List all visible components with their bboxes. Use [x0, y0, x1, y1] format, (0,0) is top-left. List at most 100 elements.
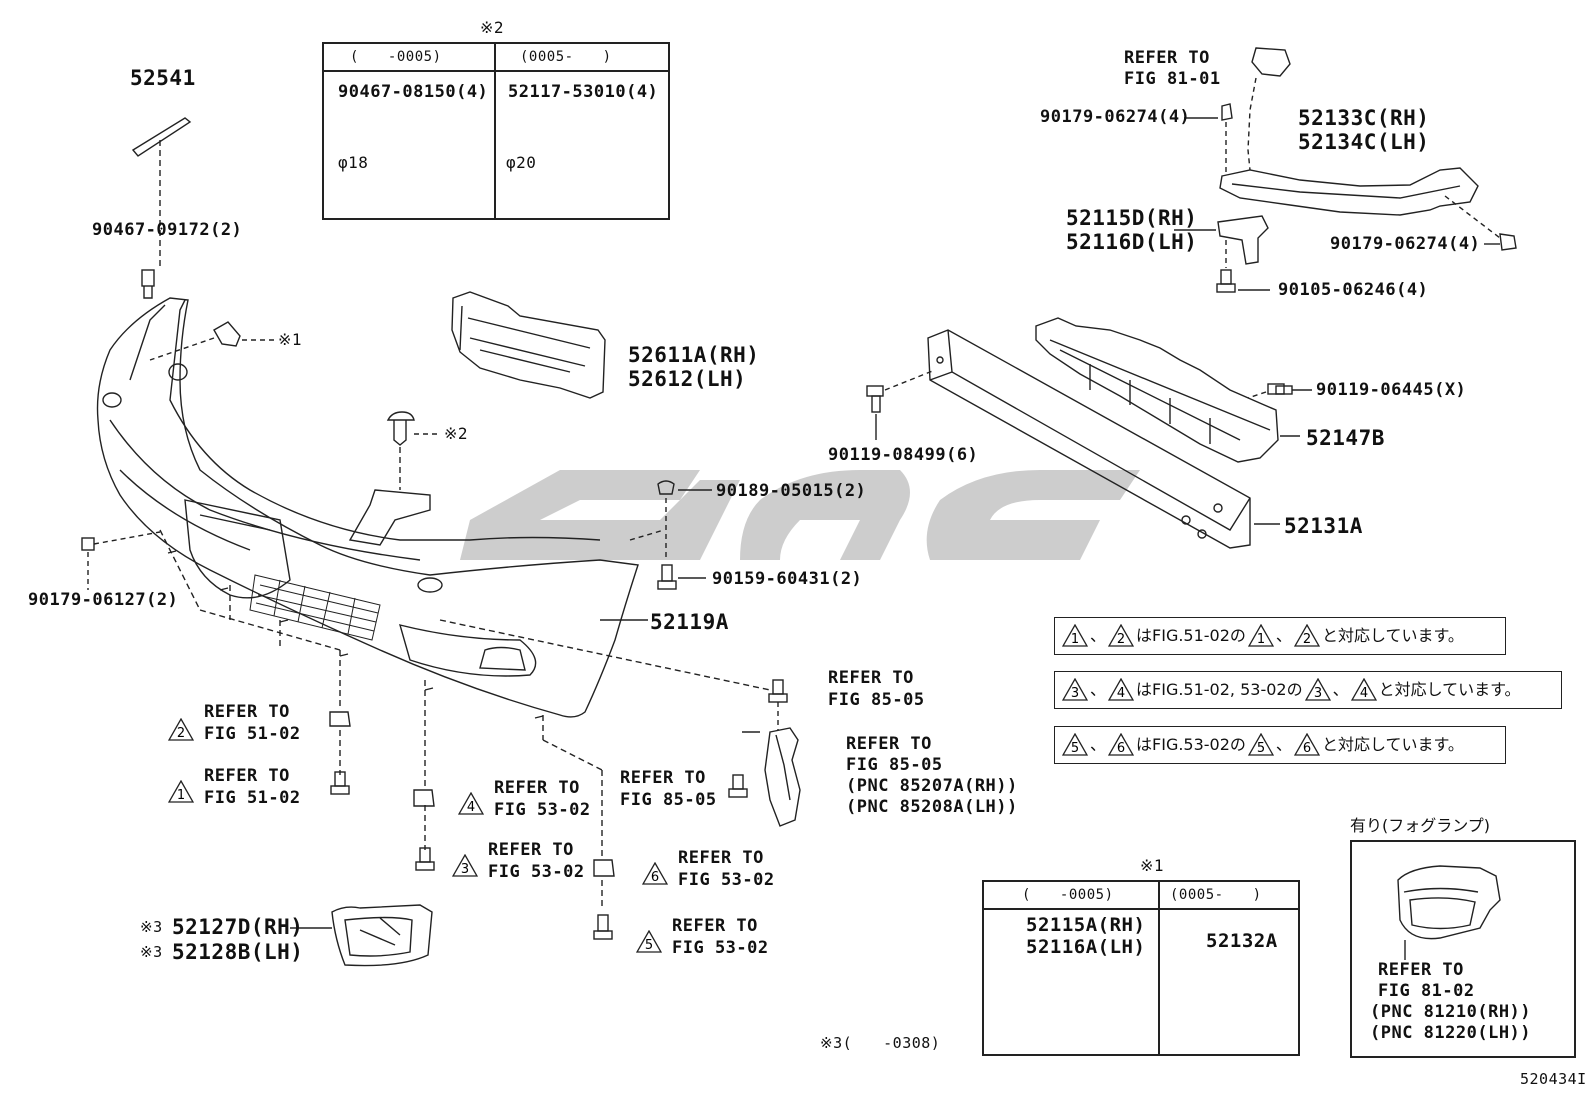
label-ref3-a: ※3 [140, 918, 163, 936]
note-3-mid: はFIG.53-02の [1136, 734, 1246, 754]
inset-ref1-col2-header: (0005- ) [1170, 887, 1262, 903]
label-refer-to-51-02-a: REFER TO [204, 702, 290, 722]
svg-text:6: 6 [1117, 741, 1125, 756]
label-refer-to-51-02-b: REFER TO [204, 766, 290, 786]
inset-ref2-col1-part: 90467-08150(4) [338, 82, 489, 102]
label-refer-to-53-02-a: REFER TO [494, 778, 580, 798]
svg-text:4: 4 [1359, 686, 1367, 701]
label-refer-to-85-05-c: REFER TO [846, 734, 932, 754]
label-90159-60431: 90159-60431(2) [712, 569, 863, 589]
label-fig-85-05-a: FIG 85-05 [620, 790, 717, 810]
label-90119-06445: 90119-06445(X) [1316, 380, 1467, 400]
note-2-box [1054, 671, 1562, 709]
svg-text:6: 6 [651, 870, 659, 885]
inset-ref1-mark: ※1 [1140, 856, 1165, 875]
note-1-tri-a-icon: 1 [1062, 624, 1088, 647]
footnote-ref3: ※3( -0308) [820, 1034, 941, 1052]
triangle-5-icon: 5 [636, 930, 662, 953]
inset-ref2-col1-dim: φ18 [338, 153, 369, 172]
label-90467-09172: 90467-09172(2) [92, 220, 243, 240]
fog-lamp-drawing [1397, 865, 1501, 960]
label-refer-to-81-01: REFER TO [1124, 48, 1210, 68]
svg-text:1: 1 [1071, 632, 1079, 647]
inset-ref1-col2-part: 52132A [1206, 930, 1278, 952]
svg-text:2: 2 [177, 726, 185, 741]
diagram-id: 520434I [1520, 1070, 1587, 1088]
label-90105-06246: 90105-06246(4) [1278, 280, 1429, 300]
label-refer-to-85-05-a: REFER TO [620, 768, 706, 788]
label-52541: 52541 [130, 66, 196, 90]
label-ref3-b: ※3 [140, 943, 163, 961]
note-3-sep2: 、 [1275, 734, 1292, 754]
inset-bracket-box [982, 880, 1300, 1056]
svg-text:1: 1 [1257, 632, 1265, 647]
label-90179-06274-a: 90179-06274(4) [1040, 107, 1191, 127]
label-52147b: 52147B [1306, 426, 1385, 450]
fog-box-pnc-lh: (PNC 81220(LH)) [1370, 1023, 1532, 1043]
label-90189-05015: 90189-05015(2) [716, 481, 867, 501]
note-1-sep: 、 [1090, 625, 1107, 645]
svg-text:3: 3 [461, 862, 469, 877]
svg-text:5: 5 [1071, 741, 1079, 756]
absorber-52147b [1035, 317, 1279, 463]
label-52119a: 52119A [650, 610, 729, 634]
note-3-tri-c-icon: 5 [1247, 733, 1274, 756]
label-pnc-85207a: (PNC 85207A(RH)) [846, 776, 1018, 796]
triangle-6-icon: 6 [642, 862, 668, 885]
label-refer-to-53-02-d: REFER TO [672, 916, 758, 936]
triangle-4-icon: 4 [458, 792, 484, 815]
label-pnc-85208a: (PNC 85208A(LH)) [846, 797, 1018, 817]
label-52134c: 52134C(LH) [1298, 130, 1430, 154]
label-fig-53-02-d: FIG 53-02 [672, 938, 769, 958]
label-90179-06274-b: 90179-06274(4) [1330, 234, 1481, 254]
svg-text:3: 3 [1071, 686, 1079, 701]
note-2-tri-d-icon: 4 [1350, 678, 1377, 701]
bracket-85-05 [728, 679, 801, 827]
label-52611a: 52611A(RH) [628, 343, 760, 367]
label-52115d: 52115D(RH) [1066, 206, 1198, 230]
inset-ref1-part-b: 52116A(LH) [1026, 936, 1146, 958]
note-1: 1 、 2 はFIG.51-02の 1 、 2 と対応しています。 [1062, 624, 1464, 647]
label-ref1: ※1 [278, 330, 303, 349]
label-fig-85-05-b: FIG 85-05 [828, 690, 925, 710]
svg-text:2: 2 [1117, 632, 1125, 647]
inset-divider-h [324, 70, 668, 72]
label-fig-85-05-c: FIG 85-05 [846, 755, 943, 775]
fog-box-refer: REFER TO [1378, 960, 1464, 980]
note-3-end: と対応しています。 [1321, 734, 1464, 754]
label-fig-51-02-a: FIG 51-02 [204, 724, 301, 744]
fog-box-pnc-rh: (PNC 81210(RH)) [1370, 1002, 1532, 1022]
svg-text:6: 6 [1303, 741, 1311, 756]
bracket-52133c [1216, 47, 1517, 293]
fog-lamp-box [1350, 840, 1576, 1058]
note-2-tri-a-icon: 3 [1062, 678, 1088, 701]
hardware-items [329, 480, 712, 940]
note-2-sep: 、 [1090, 679, 1107, 699]
label-ref2: ※2 [444, 424, 469, 443]
note-3-tri-a-icon: 5 [1062, 733, 1088, 756]
label-refer-to-53-02-c: REFER TO [678, 848, 764, 868]
label-refer-to-53-02-b: REFER TO [488, 840, 574, 860]
label-52116d: 52116D(LH) [1066, 230, 1198, 254]
note-2-sep2: 、 [1332, 679, 1349, 699]
note-1-tri-d-icon: 2 [1293, 624, 1320, 647]
svg-text:2: 2 [1303, 632, 1311, 647]
inset-ref1-col1-header: ( -0005) [1022, 887, 1114, 903]
note-1-sep2: 、 [1275, 625, 1292, 645]
note-2-mid: はFIG.51-02, 53-02の [1136, 679, 1303, 699]
fog-box-fig: FIG 81-02 [1378, 981, 1475, 1001]
note-3-sep: 、 [1090, 734, 1107, 754]
svg-text:5: 5 [645, 938, 653, 953]
label-90179-06127: 90179-06127(2) [28, 590, 179, 610]
note-1-box [1054, 617, 1506, 655]
note-2-tri-c-icon: 3 [1304, 678, 1331, 701]
label-refer-to-85-05-b: REFER TO [828, 668, 914, 688]
label-52128b: 52128B(LH) [172, 940, 304, 964]
fog-bezel-52127d [331, 904, 433, 967]
note-3: 5 、 6 はFIG.53-02の 5 、 6 と対応しています。 [1062, 733, 1464, 756]
svg-text:4: 4 [467, 800, 475, 815]
inset-ref2-col2-part: 52117-53010(4) [508, 82, 659, 102]
label-fig-81-01: FIG 81-01 [1124, 69, 1221, 89]
note-2-tri-b-icon: 4 [1108, 678, 1135, 701]
